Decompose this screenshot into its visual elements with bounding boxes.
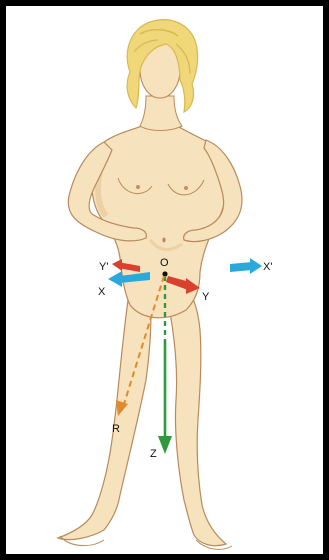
- x-prime-arrow: [230, 262, 252, 272]
- z-arrowhead: [158, 436, 172, 454]
- label-y-prime: Y': [99, 261, 108, 273]
- neck: [140, 96, 182, 131]
- label-origin: O: [160, 257, 169, 269]
- label-y: Y: [202, 291, 210, 303]
- left-leg: [58, 300, 151, 540]
- right-leg: [168, 292, 226, 546]
- human-figure: [58, 20, 242, 550]
- label-r: R: [112, 423, 120, 435]
- label-z: Z: [150, 448, 157, 460]
- label-x-prime: X': [263, 261, 272, 273]
- label-x: X: [98, 286, 106, 298]
